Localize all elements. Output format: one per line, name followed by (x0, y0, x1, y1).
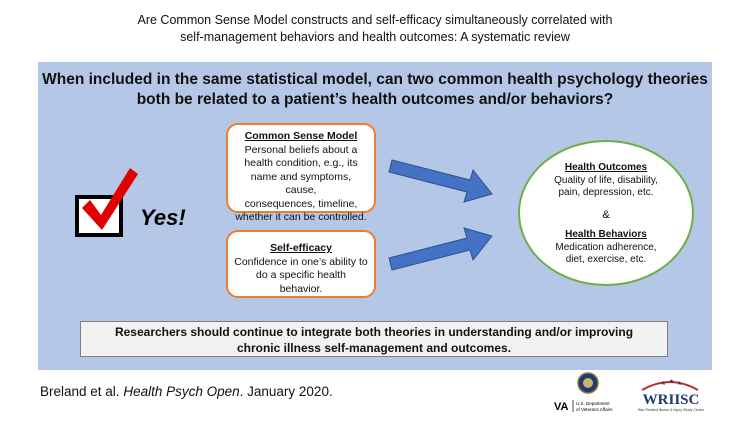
csm-line1: Personal beliefs about a (244, 143, 358, 156)
outcomes-circle: Health Outcomes Quality of life, disabil… (518, 140, 694, 286)
question-line2: both be related to a patient’s health ou… (136, 91, 614, 108)
behaviors-line2: diet, exercise, etc. (565, 254, 647, 265)
csm-line3: name and symptoms, cause, (250, 170, 352, 197)
health-behaviors-heading: Health Behaviors (565, 229, 647, 240)
arrow-right-icon (388, 227, 493, 271)
research-question: When included in the same statistical mo… (38, 70, 712, 110)
va-sub2: of Veterans Affairs (576, 407, 613, 412)
va-seal-center (583, 378, 593, 388)
csm-line5: whether it can be controlled. (235, 211, 367, 223)
wriisc-logo: WRIISC War Related Illness & Injury Stud… (638, 379, 705, 412)
outcomes-line2: pain, depression, etc. (558, 187, 654, 198)
csm-line2: health condition, e.g., its (244, 157, 358, 169)
page-title: Are Common Sense Model constructs and se… (0, 12, 750, 46)
common-sense-model-box: Common Sense Model Personal beliefs abou… (226, 123, 376, 223)
health-outcomes-heading: Health Outcomes (564, 162, 648, 173)
citation-date: . January 2020. (239, 384, 333, 399)
citation-authors: Breland et al. (40, 384, 120, 399)
conclusion-line1: Researchers should continue to integrate… (114, 325, 634, 339)
question-line1: When included in the same statistical mo… (42, 71, 708, 88)
va-text: VA (554, 401, 569, 413)
answer-yes: Yes! (140, 205, 186, 230)
behaviors-line1: Medication adherence, (555, 241, 657, 253)
wriisc-sub: War Related Illness & Injury Study Cente… (638, 408, 705, 412)
conclusion-line2: chronic illness self-management and outc… (236, 341, 512, 355)
arrows (388, 159, 493, 271)
va-sub1: U.S. Department (576, 401, 610, 406)
page-title-line1: Are Common Sense Model constructs and se… (137, 13, 613, 27)
se-heading: Self-efficacy (270, 242, 332, 254)
arrow-right-icon (388, 159, 493, 203)
se-line1: Confidence in one’s ability to (234, 255, 368, 268)
citation: Breland et al. Health Psych Open. Januar… (40, 384, 333, 399)
citation-journal: Health Psych Open (123, 384, 240, 399)
checkmark-icon (75, 168, 138, 237)
outcomes-line1: Quality of life, disability, (554, 174, 658, 186)
page-title-line2: self-management behaviors and health out… (180, 30, 570, 44)
va-logo: VA U.S. Department of Veterans Affairs (554, 372, 613, 413)
self-efficacy-box: Self-efficacy Confidence in one’s abilit… (226, 230, 376, 298)
wriisc-text: WRIISC (643, 392, 700, 408)
wriisc-arc (641, 381, 699, 391)
red-check (82, 168, 138, 230)
conclusion-box: Researchers should continue to integrate… (80, 321, 668, 357)
csm-line4: consequences, timeline, (244, 197, 358, 210)
csm-heading: Common Sense Model (244, 130, 358, 142)
se-line2: do a specific health behavior. (256, 269, 346, 295)
ampersand: & (602, 208, 610, 221)
